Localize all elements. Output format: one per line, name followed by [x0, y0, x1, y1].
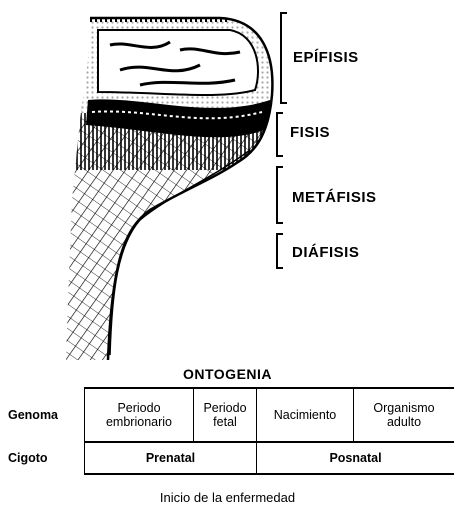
- epifisis-bracket: [280, 12, 282, 104]
- fisis-bracket: [276, 112, 278, 157]
- ontogenia-title: ONTOGENIA: [0, 366, 455, 382]
- table-row: Genoma Periodo embrionario Periodo fetal…: [8, 388, 454, 442]
- cigoto-label: Cigoto: [8, 442, 85, 474]
- metafisis-label: METÁFISIS: [292, 189, 377, 206]
- table-row: Cigoto Prenatal Posnatal: [8, 442, 454, 474]
- diafisis-label: DIÁFISIS: [292, 244, 359, 261]
- posnatal: Posnatal: [257, 442, 455, 474]
- periodo-embrionario: Periodo embrionario: [85, 388, 194, 442]
- periodo-fetal: Periodo fetal: [194, 388, 257, 442]
- metafisis-bracket: [276, 166, 278, 224]
- diafisis-bracket: [276, 233, 278, 269]
- nacimiento: Nacimiento: [257, 388, 354, 442]
- ontogenia-table: Genoma Periodo embrionario Periodo fetal…: [8, 387, 454, 475]
- bone-illustration: [0, 0, 455, 360]
- footer-caption: Inicio de la enfermedad: [0, 490, 455, 505]
- fisis-label: FISIS: [290, 124, 330, 141]
- epifisis-label: EPÍFISIS: [293, 49, 359, 66]
- genoma-label: Genoma: [8, 388, 85, 442]
- bone-fill: [60, 18, 280, 360]
- prenatal: Prenatal: [85, 442, 257, 474]
- organismo-adulto: Organismo adulto: [354, 388, 455, 442]
